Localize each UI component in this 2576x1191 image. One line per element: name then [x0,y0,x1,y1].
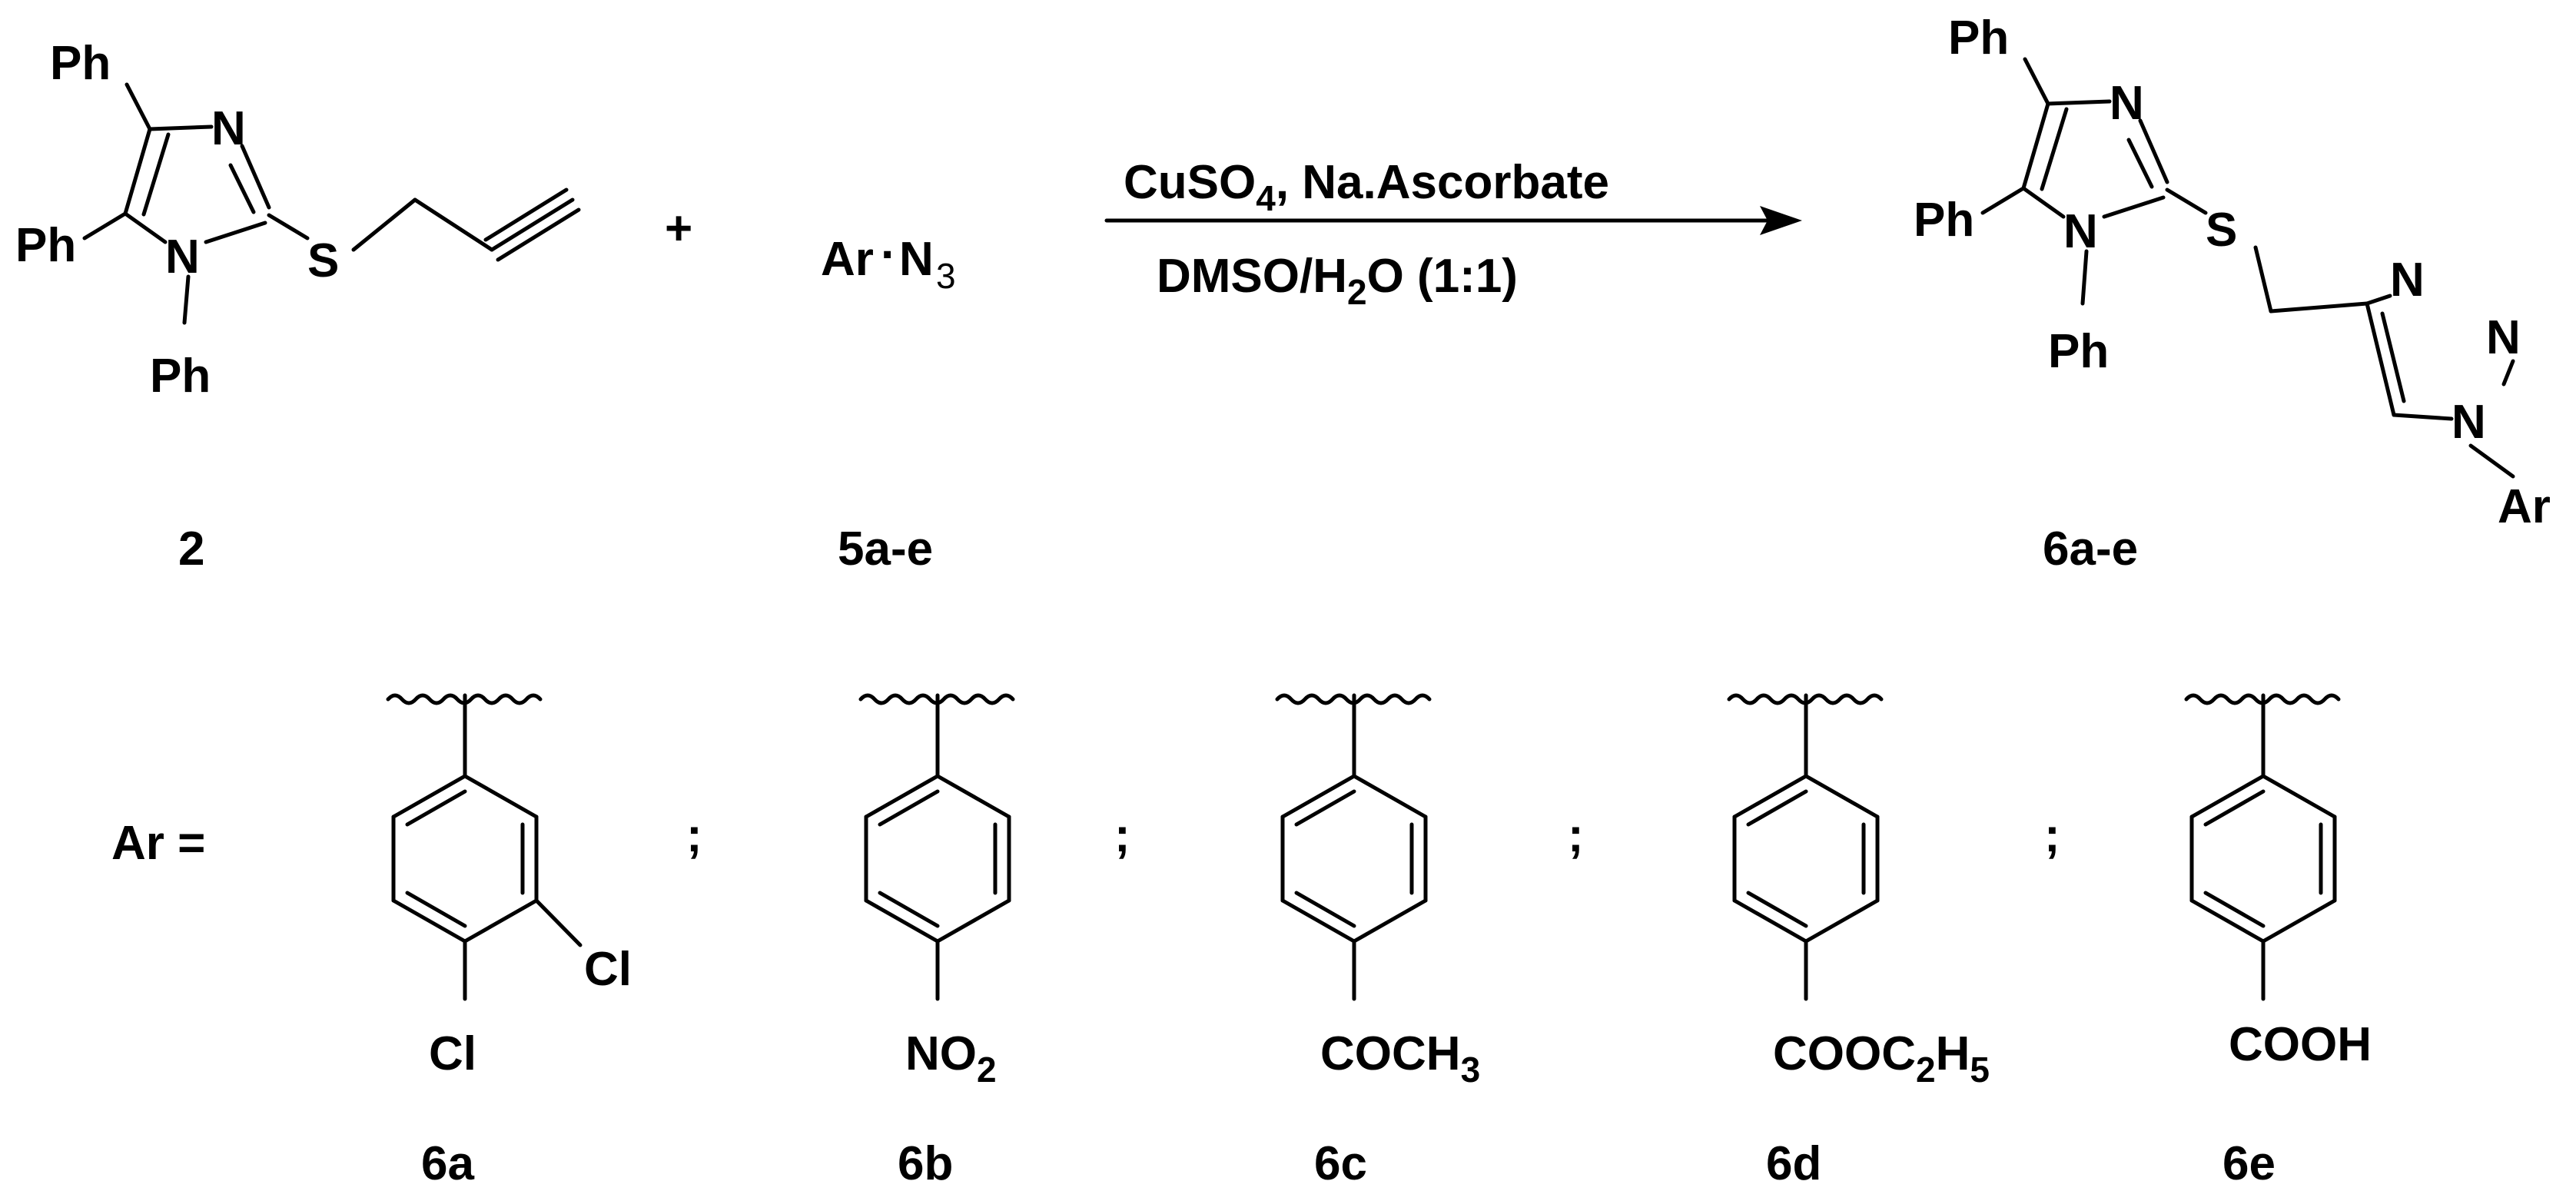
nitrogen-label: N [2110,77,2144,130]
ar-definition-label: Ar = [111,817,205,870]
sulfur-label: S [307,234,339,287]
nitrogen-label: N [899,233,934,286]
phenyl-label: Ph [1914,194,1974,247]
compound-number: 2 [178,523,204,576]
reagent-text: CuSO4, Na.Ascorbate [1124,156,1609,218]
phenyl-label: Ph [150,350,211,403]
chlorine-label: Cl [429,1027,476,1080]
phenyl-label: Ph [15,219,76,272]
nitrogen-label: N [2486,311,2521,364]
nitro-group-label: NO2 [905,1027,997,1090]
aryl-label: Ar [2498,480,2551,533]
reaction-conditions: CuSO4, Na.Ascorbate DMSO/H2O (1:1) [1124,156,1609,312]
phenyl-label: Ph [2048,325,2109,378]
compound-number: 6a-e [2043,523,2138,576]
separators: ; ; ; ; [686,809,2060,862]
phenyl-label: Ph [1948,12,2009,65]
separator: ; [1568,809,1584,862]
sulfur-label: S [2206,204,2237,257]
chlorine-label: Cl [584,943,632,996]
compound-number: 6a [421,1137,474,1190]
compound-number: 5a-e [838,523,933,576]
separator: ; [1114,809,1130,862]
nitrogen-label: N [211,102,246,155]
substituent-6d: COOC2H5 6d [1727,693,1990,1190]
bond-dot: · [881,228,897,281]
ester-group-label: COOC2H5 [1773,1027,1990,1090]
compound-number: 6d [1766,1137,1821,1190]
reaction-arrow [1104,206,1802,235]
compound-number: 6e [2222,1137,2276,1190]
nitrogen-label: N [2063,205,2098,258]
plus-sign: + [665,202,692,255]
subscript: 3 [936,256,956,296]
reactant-2-atom-labels: Ph Ph N N S Ph 2 [15,37,339,576]
solvent-text: DMSO/H2O (1:1) [1157,250,1518,312]
compound-number: 6c [1314,1137,1367,1190]
substituent-6e: COOH 6e [2184,693,2372,1190]
phenyl-label: Ph [50,37,111,90]
nitrogen-label: N [2390,254,2425,307]
separator: ; [686,809,702,862]
compound-number: 6b [898,1137,953,1190]
nitrogen-label: N [165,231,200,284]
nitrogen-label: N [2452,396,2486,449]
substituent-6a: Cl Cl 6a [386,693,632,1190]
substituent-6b: NO2 6b [858,693,1015,1190]
substituent-6c: COCH3 6c [1275,693,1480,1190]
reactant-5-azide: Ar · N 3 5a-e [821,228,956,576]
separator: ; [2044,809,2060,862]
product-structure [1980,57,2515,479]
product-atom-labels: Ph Ph N N S Ph N N N Ar 6a-e [1914,12,2551,576]
acetyl-group-label: COCH3 [1320,1027,1480,1090]
reactant-2-structure [82,82,581,325]
aryl-label: Ar [821,233,874,286]
carboxyl-group-label: COOH [2229,1018,2372,1071]
